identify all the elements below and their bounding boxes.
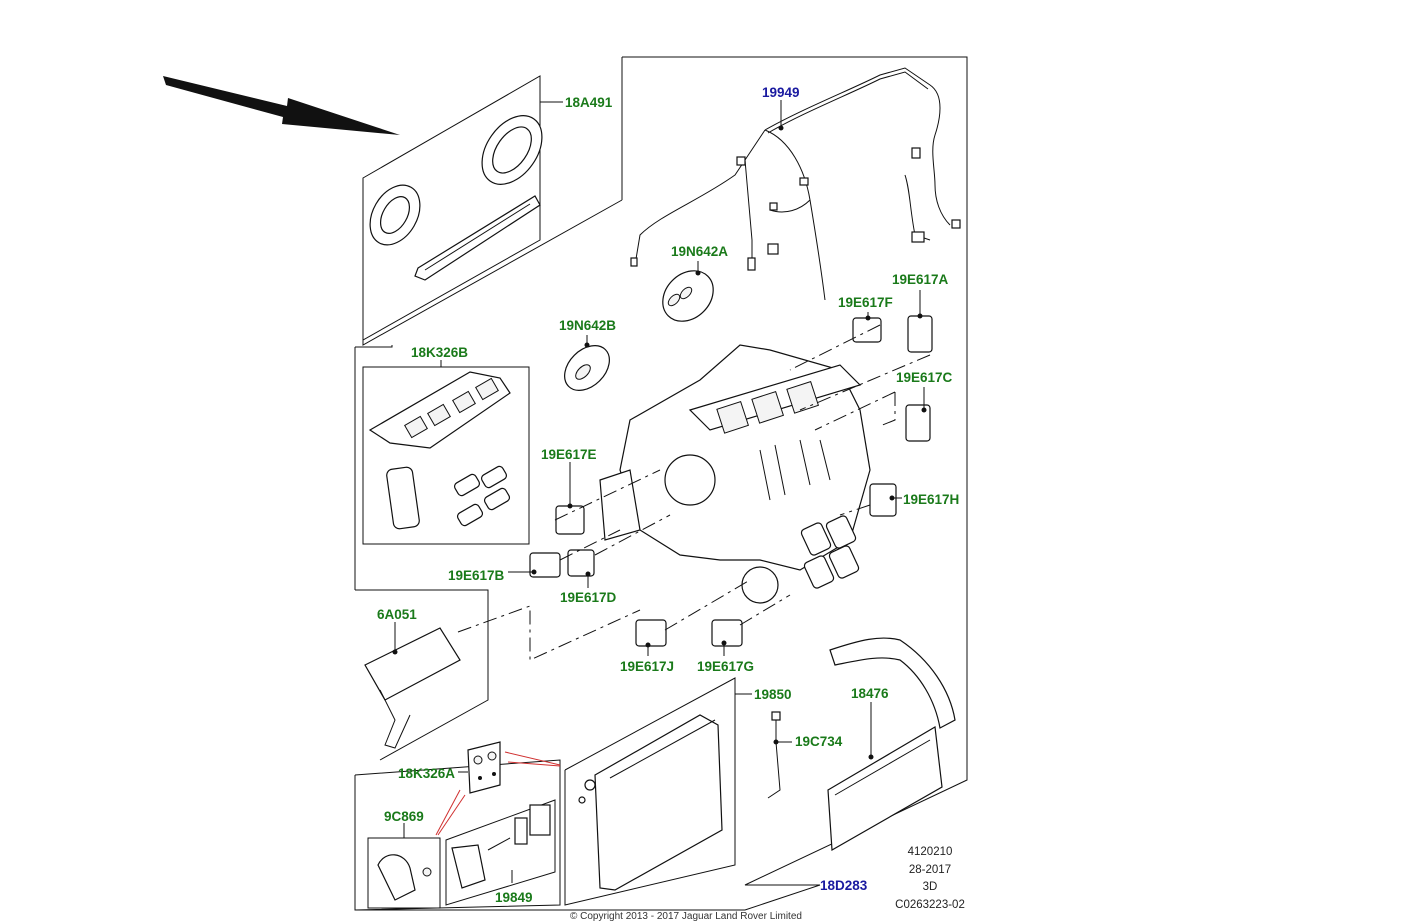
title-block: 4120210 28-2017 3D C0263223-02 [875,844,985,914]
title-block-line1: 4120210 [907,846,953,858]
actuator-19E617J [635,619,667,656]
part-label-19949[interactable]: 19949 [762,85,800,100]
part-label-18K326A[interactable]: 18K326A [398,766,456,781]
part-label-18A491[interactable]: 18A491 [565,95,613,110]
actuator-19E617H [869,483,902,517]
part-label-19N642A[interactable]: 19N642A [671,244,729,259]
actuator-19E617C [905,387,931,442]
service-kit-panel [354,741,561,911]
actuator-19E617G [711,619,743,656]
actuator-19E617E [555,462,585,535]
actuator-19E617B [508,552,561,578]
part-label-19849[interactable]: 19849 [495,890,533,905]
title-block-line3: 3D [922,881,938,893]
heater-core-18476 [827,637,956,851]
part-label-18476[interactable]: 18476 [851,686,889,701]
part-label-19N642B[interactable]: 19N642B [559,318,617,333]
part-label-18K326B[interactable]: 18K326B [411,345,469,360]
arrow-pointer-icon [163,76,400,135]
part-label-19E617E[interactable]: 19E617E [541,447,597,462]
copyright-text: © Copyright 2013 - 2017 Jaguar Land Rove… [570,911,802,922]
wire-harness-19949 [630,67,961,301]
part-label-18D283[interactable]: 18D283 [820,878,868,893]
seal-kit-panel-18A491 [362,75,623,346]
title-block-line2: 28-2017 [908,863,952,876]
part-label-19E617A[interactable]: 19E617A [892,272,949,287]
part-label-19850[interactable]: 19850 [754,687,792,702]
seal-kit-panel-18K326B [354,345,530,761]
part-label-19E617F[interactable]: 19E617F [838,295,893,310]
part-label-6A051[interactable]: 6A051 [377,607,417,622]
seal-19N642B [564,335,610,391]
actuator-19E617F [852,312,882,343]
part-label-9C869[interactable]: 9C869 [384,809,424,824]
seal-19N642A [662,261,714,322]
part-label-19E617B[interactable]: 19E617B [448,568,505,583]
part-label-19E617D[interactable]: 19E617D [560,590,617,605]
part-label-19C734[interactable]: 19C734 [795,734,843,749]
heater-6A051 [364,622,461,749]
title-block-line4: C0263223-02 [895,898,965,911]
evaporator-panel-19850 [564,677,752,906]
part-label-19E617G[interactable]: 19E617G [697,659,755,674]
hvac-housing [599,344,871,604]
actuator-19E617A [907,290,933,353]
part-label-19E617C[interactable]: 19E617C [896,370,953,385]
sensor-19C734 [767,711,792,799]
part-label-19E617J[interactable]: 19E617J [620,659,675,674]
part-label-19E617H[interactable]: 19E617H [903,492,960,507]
actuator-19E617D [567,549,595,588]
